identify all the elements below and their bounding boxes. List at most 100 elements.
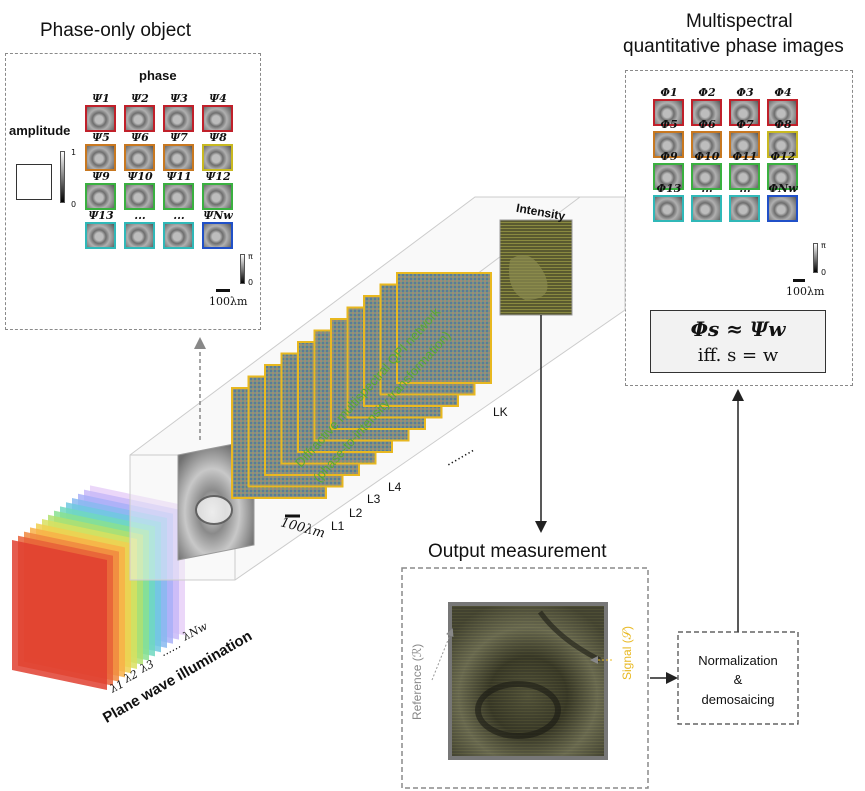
reference-label: Reference (ℛ) xyxy=(410,643,424,720)
phase-image-tile xyxy=(767,99,798,126)
output-phase-colorbar xyxy=(813,243,818,273)
image-label: Ψ9 xyxy=(92,170,110,183)
right-scalebar-label: 100λm xyxy=(786,285,825,298)
image-label: Φ11 xyxy=(732,150,758,163)
image-label: Ψ2 xyxy=(131,92,149,105)
image-label: Φ8 xyxy=(774,118,792,131)
image-label: Φ7 xyxy=(736,118,754,131)
phase-image-tile xyxy=(653,195,684,222)
phase-object-title: Phase-only object xyxy=(40,20,192,41)
phase-image-tile xyxy=(85,183,116,210)
amplitude-heading: amplitude xyxy=(9,123,71,138)
layer-label: L3 xyxy=(367,492,381,506)
image-label: Ψ10 xyxy=(127,170,153,183)
phase-image-tile xyxy=(85,222,116,249)
image-label: Ψ6 xyxy=(131,131,149,144)
output-colorbar-min: 0 xyxy=(821,268,827,277)
phase-image-tile xyxy=(202,183,233,210)
diffractive-layer xyxy=(396,272,492,384)
phase-image-tile xyxy=(729,131,760,158)
phase-image-tile xyxy=(653,131,684,158)
intensity-plane xyxy=(499,219,573,316)
image-label: Φ6 xyxy=(698,118,716,131)
phase-image-tile xyxy=(202,105,233,132)
image-label: ... xyxy=(173,209,185,222)
image-label: Ψ5 xyxy=(92,131,110,144)
phase-image-tile xyxy=(691,131,722,158)
phase-image-tile xyxy=(124,144,155,171)
phase-image-tile xyxy=(163,222,194,249)
signal-label: Signal (𝒮) xyxy=(620,626,634,680)
phase-image-tile xyxy=(729,195,760,222)
multispectral-title-line2: quantitative phase images xyxy=(623,36,844,57)
normalization-box xyxy=(677,631,799,725)
equation-line1: Φs ≈ Ψw xyxy=(690,317,786,341)
phase-image-tile xyxy=(163,144,194,171)
image-label: ... xyxy=(134,209,146,222)
amplitude-colorbar-max: 1 xyxy=(71,148,77,157)
phase-colorbar xyxy=(240,254,245,284)
phase-image-tile xyxy=(729,163,760,190)
layer-label: LK xyxy=(493,405,508,419)
right-scalebar-line xyxy=(793,279,805,282)
layer-label: L4 xyxy=(388,480,402,494)
image-label: Φ4 xyxy=(774,86,792,99)
image-label: Ψ3 xyxy=(170,92,188,105)
amplitude-colorbar xyxy=(60,151,65,203)
image-label: ... xyxy=(739,182,751,195)
phase-heading: phase xyxy=(139,68,177,83)
image-label: Φ12 xyxy=(770,150,796,163)
phase-image-tile xyxy=(767,131,798,158)
phase-image-tile xyxy=(124,183,155,210)
phase-colorbar-min: 0 xyxy=(248,278,254,287)
layer-label: L1 xyxy=(331,519,345,533)
diffractive-layers xyxy=(231,272,492,499)
image-label: Ψ11 xyxy=(166,170,192,183)
phase-image-tile xyxy=(85,144,116,171)
amplitude-square xyxy=(16,164,52,200)
phase-image-tile xyxy=(729,99,760,126)
phase-image-tile xyxy=(163,183,194,210)
image-label: Φ10 xyxy=(694,150,720,163)
phase-image-tile xyxy=(653,99,684,126)
output-measurement-title: Output measurement xyxy=(428,541,607,562)
output-colorbar-max: π xyxy=(821,241,826,250)
image-label: Ψ1 xyxy=(92,92,110,105)
normalization-text-1: Normalization xyxy=(698,653,778,668)
normalization-text-2: & xyxy=(733,672,743,687)
image-label: ΦNw xyxy=(768,182,798,195)
image-label: Φ2 xyxy=(698,86,716,99)
output-measurement-panel xyxy=(401,567,649,789)
phase-image-tile xyxy=(124,105,155,132)
reference-pointer xyxy=(431,628,454,681)
multispectral-title-line1: Multispectral xyxy=(686,11,793,32)
phase-image-tile xyxy=(691,195,722,222)
equation-line2: iff. s = w xyxy=(697,345,779,366)
phase-image-tile xyxy=(85,105,116,132)
phase-image-tile xyxy=(691,163,722,190)
image-label: Ψ13 xyxy=(88,209,114,222)
phase-image-tile xyxy=(124,222,155,249)
image-label: Φ5 xyxy=(660,118,678,131)
image-label: Ψ12 xyxy=(205,170,231,183)
phase-colorbar-max: π xyxy=(248,252,253,261)
phase-image-tile xyxy=(653,163,684,190)
amplitude-colorbar-min: 0 xyxy=(71,200,77,209)
image-label: Ψ8 xyxy=(209,131,227,144)
normalization-text-3: demosaicing xyxy=(701,692,775,707)
image-label: Φ3 xyxy=(736,86,754,99)
left-scalebar-label: 100λm xyxy=(209,295,248,308)
phase-image-tile xyxy=(767,195,798,222)
phase-image-tile xyxy=(163,105,194,132)
phase-image-tile xyxy=(202,222,233,249)
illumination-plane xyxy=(12,540,107,690)
left-scalebar-line xyxy=(216,289,230,292)
image-label: ΨNw xyxy=(203,209,233,222)
layer-label: L2 xyxy=(349,506,363,520)
image-label: Φ9 xyxy=(660,150,678,163)
image-label: Ψ7 xyxy=(170,131,188,144)
equation-box: Φs ≈ Ψw iff. s = w xyxy=(650,310,826,373)
phase-image-tile xyxy=(767,163,798,190)
